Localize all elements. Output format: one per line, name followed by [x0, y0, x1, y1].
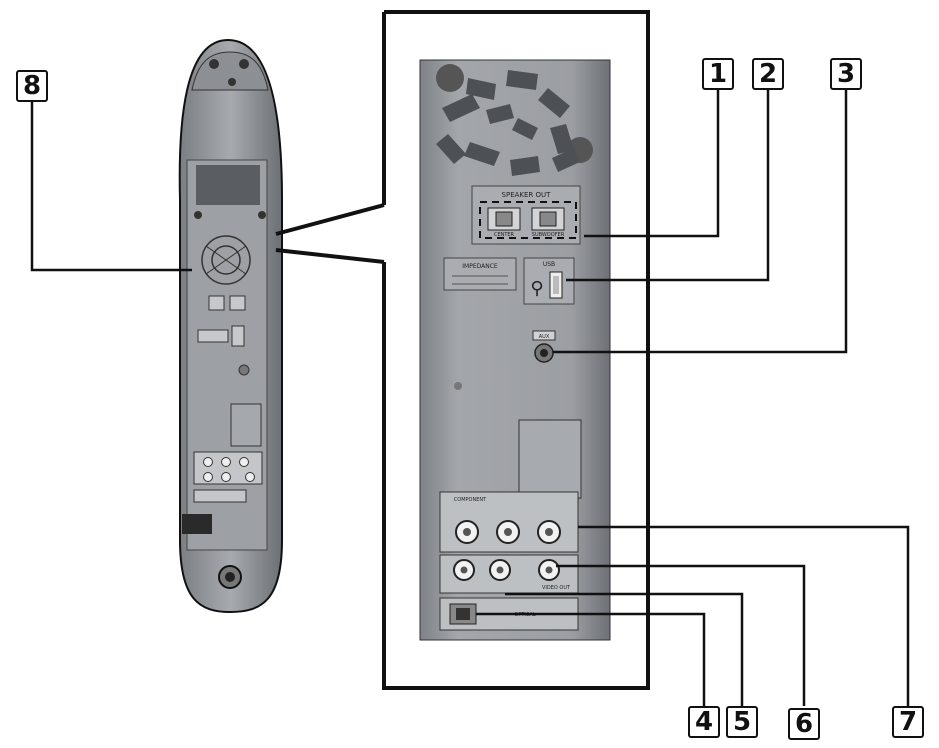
leader-3 [553, 90, 848, 354]
cooling-fan-icon [436, 64, 593, 176]
component-label: COMPONENT [454, 497, 487, 503]
speaker-overview [178, 38, 283, 614]
speaker-subwoofer-label: SUBWOOFER [532, 232, 565, 238]
speaker-out-label: SPEAKER OUT [502, 191, 552, 199]
leader-8 [30, 98, 192, 272]
zoom-connector [275, 203, 385, 264]
leader-4 [476, 612, 706, 706]
component-jacks [455, 520, 561, 544]
zoom-frame [382, 10, 650, 690]
video-out-label: VIDEO OUT [542, 585, 571, 591]
callout-2: 2 [752, 58, 784, 90]
audio-video-jacks [453, 559, 560, 581]
callout-3: 3 [830, 58, 862, 90]
callout-5: 5 [726, 706, 758, 738]
usb-label: USB [543, 261, 555, 268]
leader-6 [556, 564, 806, 706]
callout-7: 7 [892, 706, 924, 738]
rear-panel-zoom: SPEAKER OUT CENTER SUBWOOFER IMPEDANCE U… [419, 59, 611, 641]
callout-6: 6 [788, 708, 820, 740]
speaker-out-highlight [479, 201, 577, 239]
leader-2 [566, 90, 770, 282]
callout-8: 8 [16, 70, 48, 102]
callout-1: 1 [702, 58, 734, 90]
impedance-label: IMPEDANCE [462, 263, 498, 270]
leader-5 [505, 592, 744, 706]
usb-icon: ⚲ [530, 278, 543, 299]
leader-lines [30, 90, 910, 706]
leader-1 [584, 90, 720, 238]
overview-fan-icon [201, 235, 251, 285]
speaker-center-label: CENTER [494, 232, 515, 238]
leader-7 [578, 525, 910, 706]
callout-4: 4 [688, 706, 720, 738]
aux-label: AUX [539, 334, 550, 340]
